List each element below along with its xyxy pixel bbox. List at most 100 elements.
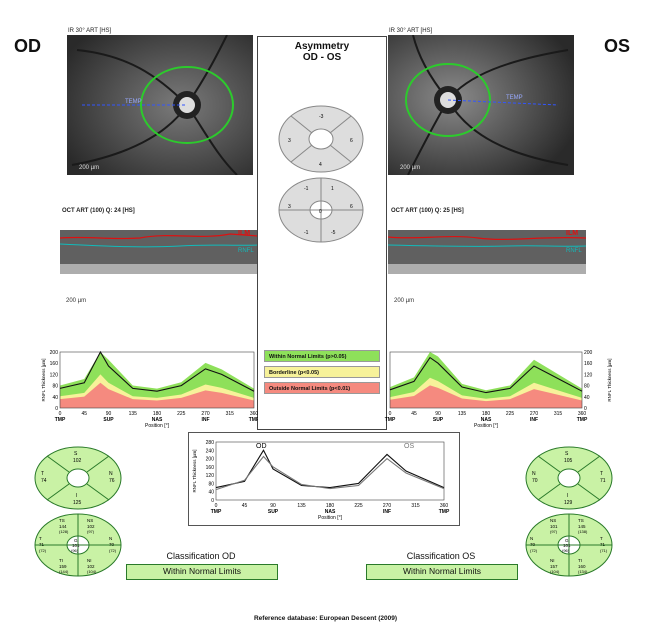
svg-text:S: S <box>565 451 569 457</box>
oct-od-scale: 200 µm <box>66 298 86 304</box>
os-bot-n-ref: (72) <box>530 548 538 553</box>
os-bot-ts-ref: (138) <box>578 529 588 534</box>
fundus-os-line-label: TEMP <box>506 95 523 101</box>
oct-od-ilm: ILM <box>238 230 250 237</box>
compare-plot-frame <box>188 432 460 526</box>
svg-text:G: G <box>565 538 569 543</box>
oct-image-os: ILM RNFL 200 µm <box>388 218 586 310</box>
os-bot-ni-ref: (104) <box>550 569 560 574</box>
os-bot-ts: 145 <box>578 524 586 529</box>
asym-top-s: -3 <box>319 114 324 120</box>
svg-text:NI: NI <box>87 558 92 563</box>
x-tick-label: 315 <box>226 411 235 417</box>
os-bot-t-ref: (71) <box>600 548 608 553</box>
x-tick-label: 0 <box>389 411 392 417</box>
svg-text:NI: NI <box>550 558 555 563</box>
od-top-n: 76 <box>109 478 115 484</box>
oct-os-rnfl: RNFL <box>566 248 582 254</box>
fundus-os-header: IR 30° ART [HS] <box>389 28 433 34</box>
x-tick-label: 180 <box>482 411 491 417</box>
compare-y-tick: 280 <box>206 440 215 446</box>
x-tick-label: 90 <box>435 411 441 417</box>
legend-borderline: Borderline (p<0.05) <box>264 366 380 378</box>
series-line <box>389 356 583 394</box>
compare-series-os <box>215 455 445 491</box>
os-bot-n: 70 <box>530 542 536 547</box>
asymmetry-subtitle: OD - OS <box>302 52 342 63</box>
od-top-s: 102 <box>73 458 82 464</box>
classification-os-value: Within Normal Limits <box>366 564 518 580</box>
plot-frame <box>59 351 255 409</box>
compare-frame <box>215 441 445 501</box>
x-region-label: SUP <box>433 417 444 423</box>
legend-outside: Outside Normal Limits (p<0.01) <box>264 382 380 394</box>
compare-x-tick: 45 <box>242 503 248 509</box>
y-tick-label: 120 <box>584 372 593 378</box>
asym-bottom-ts: -1 <box>304 186 309 192</box>
compare-x-tick: 360 <box>440 503 449 509</box>
od-bot-ti: 159 <box>59 564 67 569</box>
os-bot-ti: 160 <box>578 564 586 569</box>
compare-x-tick: 90 <box>270 503 276 509</box>
od-bot-ts-ref: (128) <box>59 529 69 534</box>
svg-text:T: T <box>600 536 603 541</box>
compare-y-tick: 200 <box>206 457 215 463</box>
oct-os-scale: 200 µm <box>394 298 414 304</box>
os-top-t: 71 <box>600 478 606 484</box>
svg-text:N: N <box>530 536 533 541</box>
asym-bottom-n: 6 <box>350 204 353 210</box>
compare-y-tick: 240 <box>206 448 215 454</box>
os-label: OS <box>604 36 631 56</box>
oct-od-header: OCT ART (100) Q: 24 [HS] <box>62 208 135 214</box>
svg-text:T: T <box>600 471 603 477</box>
x-tick-label: 45 <box>411 411 417 417</box>
compare-region-label: TMP <box>211 509 222 515</box>
compare-x-tick: 180 <box>326 503 335 509</box>
compare-y-tick: 40 <box>208 490 214 496</box>
od-bot-ns: 102 <box>87 524 95 529</box>
x-tick-label: 360 <box>250 411 258 417</box>
y-tick-label: 80 <box>584 384 590 390</box>
svg-text:S: S <box>74 451 78 457</box>
y-tick-label: 160 <box>584 361 593 367</box>
asymmetry-sector-bottom: -1 1 3 0 6 -1 -5 <box>278 177 364 243</box>
classification-od-title: Classification OD <box>166 551 236 561</box>
x-tick-label: 270 <box>530 411 539 417</box>
os-bot-ti-ref: (134) <box>578 569 588 574</box>
svg-text:TS: TS <box>578 518 584 523</box>
classification-od-value: Within Normal Limits <box>126 564 278 580</box>
x-tick-label: 270 <box>201 411 210 417</box>
compare-x-tick: 225 <box>354 503 363 509</box>
oct-od-rnfl: RNFL <box>238 248 254 254</box>
svg-text:N: N <box>109 536 112 541</box>
x-region-label: TMP <box>577 417 588 423</box>
compare-y-tick: 160 <box>206 465 215 471</box>
asymmetry-title: Asymmetry <box>294 41 350 52</box>
oct-os-header: OCT ART (100) Q: 25 [HS] <box>391 208 464 214</box>
od-bot-ti-ref: (144) <box>59 569 69 574</box>
compare-series-od <box>215 449 445 489</box>
y-tick-label: 40 <box>584 395 590 401</box>
x-tick-label: 315 <box>554 411 563 417</box>
classification-os-title: Classification OS <box>406 551 476 561</box>
asym-bottom-t: 3 <box>288 204 291 210</box>
legend-within: Within Normal Limits (p>0.05) <box>264 350 380 362</box>
asym-top-n: 6 <box>350 138 353 144</box>
svg-text:N: N <box>532 471 536 477</box>
reference-database-footer: Reference database: European Descent (20… <box>253 615 398 622</box>
x-region-label: TMP <box>55 417 66 423</box>
fundus-od-header: IR 30° ART [HS] <box>68 28 112 34</box>
compare-x-axis-label: Position [°] <box>318 515 343 521</box>
svg-text:T: T <box>41 471 44 477</box>
compare-y-tick: 80 <box>208 481 214 487</box>
svg-text:I: I <box>76 493 77 499</box>
compare-region-label: INF <box>383 509 391 515</box>
y-tick-label: 160 <box>50 361 59 367</box>
compare-x-tick: 0 <box>215 503 218 509</box>
asym-bottom-g: 0 <box>319 209 322 215</box>
x-tick-label: 180 <box>153 411 162 417</box>
y-axis-label: RNFL Thickness [µm] <box>607 358 612 401</box>
